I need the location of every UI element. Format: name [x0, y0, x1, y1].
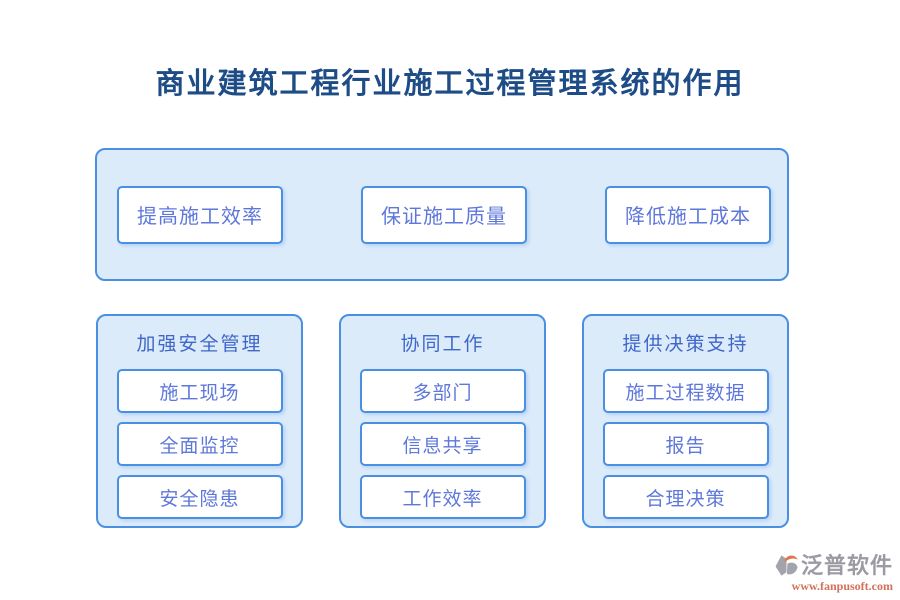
group-card: 安全隐患 — [117, 475, 283, 519]
benefit-card-quality: 保证施工质量 — [361, 186, 527, 244]
fanpu-logo-icon — [773, 552, 800, 579]
group-title: 加强安全管理 — [136, 325, 262, 360]
logo-name: 泛普软件 — [801, 555, 893, 577]
group-panel-collaboration: 协同工作 多部门 信息共享 工作效率 — [339, 314, 546, 528]
group-title: 提供决策支持 — [622, 325, 748, 360]
benefit-card-cost: 降低施工成本 — [605, 186, 771, 244]
group-panel-decision: 提供决策支持 施工过程数据 报告 合理决策 — [582, 314, 789, 528]
group-card: 施工过程数据 — [603, 369, 769, 413]
group-card: 信息共享 — [360, 422, 526, 466]
group-card: 工作效率 — [360, 475, 526, 519]
fanpu-logo: 泛普软件 www.fanpusoft.com — [773, 552, 893, 592]
group-card: 报告 — [603, 422, 769, 466]
group-card: 全面监控 — [117, 422, 283, 466]
group-card: 合理决策 — [603, 475, 769, 519]
groups-row: 加强安全管理 施工现场 全面监控 安全隐患 协同工作 多部门 信息共享 工作效率… — [96, 314, 789, 528]
group-card: 多部门 — [360, 369, 526, 413]
page-title: 商业建筑工程行业施工过程管理系统的作用 — [0, 60, 900, 102]
group-panel-safety: 加强安全管理 施工现场 全面监控 安全隐患 — [96, 314, 303, 528]
benefit-card-efficiency: 提高施工效率 — [117, 186, 283, 244]
group-title: 协同工作 — [400, 325, 484, 360]
logo-url: www.fanpusoft.com — [773, 580, 893, 592]
benefits-panel: 提高施工效率 保证施工质量 降低施工成本 — [95, 148, 789, 281]
group-card: 施工现场 — [117, 369, 283, 413]
logo-row: 泛普软件 — [773, 552, 893, 579]
